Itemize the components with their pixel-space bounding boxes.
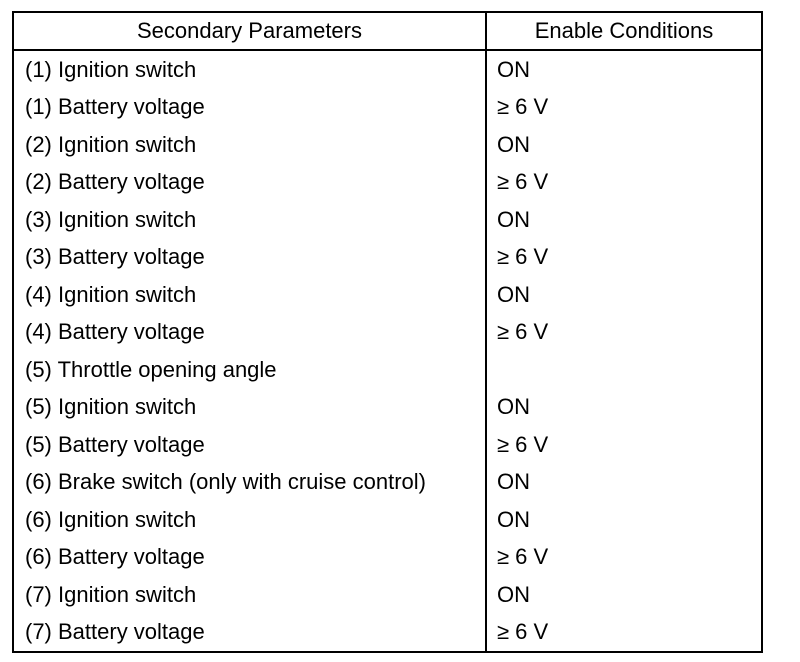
parameter-cell: (6) Ignition switch <box>12 501 487 539</box>
condition-cell: ON <box>485 50 763 89</box>
table-row: (6) Battery voltage ≥ 6 V <box>12 538 763 576</box>
condition-cell: ON <box>485 501 763 539</box>
table-row: (7) Battery voltage ≥ 6 V <box>12 613 763 653</box>
parameter-cell: (7) Battery voltage <box>12 613 487 653</box>
condition-cell: ≥ 6 V <box>485 88 763 126</box>
condition-cell: ≥ 6 V <box>485 613 763 653</box>
condition-cell: ON <box>485 201 763 239</box>
parameter-cell: (3) Battery voltage <box>12 238 487 276</box>
table-row: (5) Throttle opening angle <box>12 351 763 389</box>
header-enable-conditions: Enable Conditions <box>485 11 763 51</box>
header-row: Secondary Parameters Enable Conditions <box>12 11 763 51</box>
condition-cell: ≥ 6 V <box>485 426 763 464</box>
parameter-cell: (4) Ignition switch <box>12 276 487 314</box>
parameter-cell: (5) Battery voltage <box>12 426 487 464</box>
parameter-cell: (6) Battery voltage <box>12 538 487 576</box>
table-row: (6) Ignition switch ON <box>12 501 763 539</box>
table-row: (4) Battery voltage ≥ 6 V <box>12 313 763 351</box>
parameter-cell: (5) Ignition switch <box>12 388 487 426</box>
table-row: (1) Ignition switch ON <box>12 50 763 89</box>
table-row: (1) Battery voltage ≥ 6 V <box>12 88 763 126</box>
table-row: (2) Ignition switch ON <box>12 126 763 164</box>
condition-cell: ≥ 6 V <box>485 163 763 201</box>
parameter-cell: (2) Ignition switch <box>12 126 487 164</box>
table-row: (3) Ignition switch ON <box>12 201 763 239</box>
parameter-cell: (7) Ignition switch <box>12 576 487 614</box>
condition-cell: ON <box>485 463 763 501</box>
table-row: (7) Ignition switch ON <box>12 576 763 614</box>
table-row: (6) Brake switch (only with cruise contr… <box>12 463 763 501</box>
condition-cell: ON <box>485 126 763 164</box>
condition-cell: ≥ 6 V <box>485 238 763 276</box>
condition-cell <box>485 351 763 389</box>
condition-cell: ≥ 6 V <box>485 538 763 576</box>
parameter-cell: (1) Ignition switch <box>12 50 487 89</box>
parameter-cell: (5) Throttle opening angle <box>12 351 487 389</box>
table-row: (2) Battery voltage ≥ 6 V <box>12 163 763 201</box>
condition-cell: ON <box>485 388 763 426</box>
parameter-cell: (4) Battery voltage <box>12 313 487 351</box>
parameters-table: Secondary Parameters Enable Conditions (… <box>12 11 763 653</box>
parameter-cell: (1) Battery voltage <box>12 88 487 126</box>
parameter-cell: (2) Battery voltage <box>12 163 487 201</box>
table-row: (5) Ignition switch ON <box>12 388 763 426</box>
table-row: (4) Ignition switch ON <box>12 276 763 314</box>
table-row: (3) Battery voltage ≥ 6 V <box>12 238 763 276</box>
table-row: (5) Battery voltage ≥ 6 V <box>12 426 763 464</box>
header-secondary-parameters: Secondary Parameters <box>12 11 487 51</box>
condition-cell: ON <box>485 576 763 614</box>
parameter-cell: (6) Brake switch (only with cruise contr… <box>12 463 487 501</box>
parameter-cell: (3) Ignition switch <box>12 201 487 239</box>
condition-cell: ≥ 6 V <box>485 313 763 351</box>
condition-cell: ON <box>485 276 763 314</box>
